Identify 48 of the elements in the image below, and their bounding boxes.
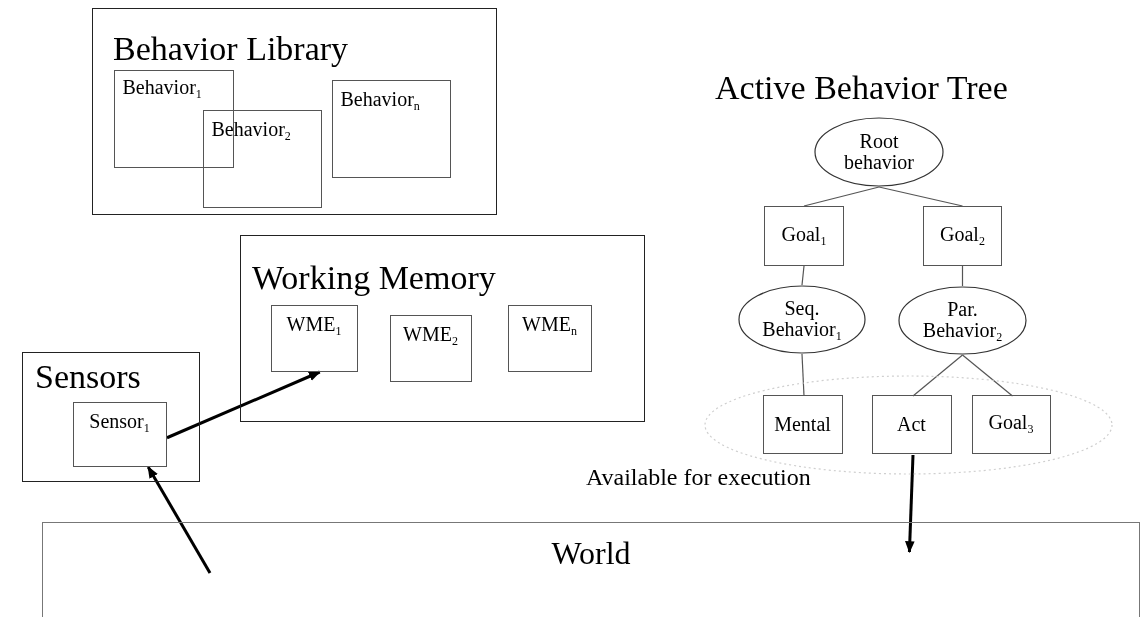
node-label: Seq. Behavior$_{1}$ [761, 297, 843, 342]
memory-element-box [507, 304, 592, 372]
step-box [871, 394, 952, 454]
sensor-box [72, 401, 167, 467]
tree-connector [801, 265, 805, 286]
goal-box [971, 394, 1051, 454]
arrow [146, 465, 212, 574]
node-label: Goal$_{3}$ [987, 412, 1035, 436]
memory-element-box [270, 304, 358, 372]
behavior-box [331, 79, 451, 178]
node-label: Behavior$_{1}$ [122, 76, 202, 101]
node-label: WME$_{2}$ [403, 323, 458, 348]
tree-connector [961, 354, 1014, 397]
panel-title: Behavior Library [113, 31, 349, 67]
group-caption: Available for execution [586, 465, 811, 491]
node-label: Par. Behavior$_{2}$ [921, 298, 1004, 343]
arrow [166, 370, 321, 440]
tree-connector [961, 265, 964, 287]
sensors-panel [22, 352, 200, 482]
tree-connector [878, 186, 964, 207]
library-panel [92, 8, 497, 215]
panel-title: World [551, 537, 631, 571]
tree-connector [801, 353, 805, 397]
memory-element-box [389, 314, 472, 382]
node-label: Root behavior [843, 131, 915, 173]
node-label: Goal$_{1}$ [780, 224, 828, 248]
node-label: Goal$_{2}$ [939, 224, 986, 248]
node-label: Sensor$_{1}$ [89, 410, 150, 435]
goal-box [764, 206, 844, 266]
step-box [762, 394, 843, 454]
node-label: Behavior$_{n}$ [340, 88, 420, 113]
arrow [905, 454, 915, 554]
node-label: WME$_{1}$ [286, 313, 342, 338]
world-box [42, 522, 1140, 617]
behavior-ellipse [738, 285, 866, 354]
tree-connector [803, 186, 880, 207]
goal-box [923, 206, 1002, 266]
panel-title: Working Memory [252, 260, 496, 296]
behavior-ellipse [898, 286, 1027, 355]
behavior-box [202, 109, 322, 208]
behavior-ellipse [814, 117, 944, 187]
memory-panel [240, 235, 645, 422]
panel-title: Sensors [35, 359, 141, 395]
node-label: WME$_{n}$ [522, 313, 577, 338]
tree-connector [912, 354, 964, 397]
node-label: Act [896, 413, 927, 435]
tree-heading: Active Behavior Tree [715, 70, 1008, 106]
node-label: Mental [773, 413, 832, 435]
